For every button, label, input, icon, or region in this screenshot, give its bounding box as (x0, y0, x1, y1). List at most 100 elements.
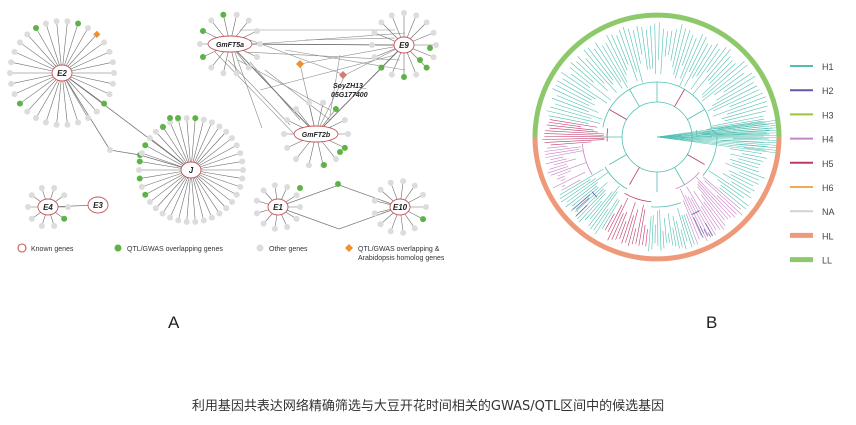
hub-label-e9: E9 (399, 41, 409, 50)
tree-branch (672, 23, 683, 68)
network-node (208, 214, 215, 221)
network-node (8, 80, 15, 87)
network-node (167, 119, 174, 126)
network-node (413, 71, 420, 78)
network-node (229, 135, 236, 142)
tree-branch (561, 184, 566, 188)
special-gene-label-1: SoyZH13_ (333, 83, 367, 90)
network-node (345, 131, 351, 137)
tree-branch (721, 105, 768, 120)
network-node (16, 39, 23, 46)
tree-clade-arc (591, 191, 598, 198)
tree-branch (627, 209, 639, 246)
network-node (106, 48, 113, 55)
tree-branch (730, 181, 751, 194)
tree-branch (588, 185, 620, 227)
tree-clade-arc (604, 166, 628, 190)
tree-branch (585, 58, 617, 93)
tree-branch (587, 47, 614, 81)
network-node (293, 192, 300, 199)
tree-branch (729, 148, 763, 154)
network-node (138, 150, 145, 157)
tree-branch (701, 64, 748, 102)
tree-branch (679, 188, 702, 237)
network-node (239, 175, 246, 182)
network-node (51, 184, 58, 191)
figure-caption: 利用基因共表达网络精确筛选与大豆开花时间相关的GWAS/QTL区间中的候选基因 (191, 399, 665, 414)
network-node (93, 108, 100, 115)
network-node (152, 205, 159, 212)
tree-branch (708, 56, 731, 81)
network-node (293, 156, 300, 163)
tree-branch (656, 130, 777, 138)
tree-branch (674, 29, 691, 79)
network-node (253, 197, 260, 204)
network-node (61, 192, 68, 199)
network-node (271, 225, 278, 232)
tree-branch (685, 213, 699, 245)
tree-branch (575, 197, 590, 210)
network-node (293, 105, 300, 112)
tree-branch (645, 29, 651, 70)
network-node (387, 228, 394, 235)
network-node (200, 217, 207, 224)
tree-branch (615, 211, 628, 240)
tree-branch (549, 127, 598, 133)
tree-branch (594, 198, 618, 235)
legend-label: QTL/GWAS overlapping genes (127, 246, 223, 253)
network-node (208, 119, 215, 126)
network-node (378, 64, 385, 71)
network-node (413, 12, 420, 19)
network-node (85, 24, 91, 31)
tree-branch (556, 95, 599, 113)
tree-branch (688, 36, 707, 73)
tree-branch (611, 213, 624, 240)
network-node (337, 149, 343, 155)
tree-ring-ll (532, 12, 782, 138)
tree-branch (693, 217, 704, 239)
tree-branch (607, 204, 623, 233)
network-node (297, 204, 303, 210)
network-node (146, 198, 153, 205)
legend-marker-dot (114, 244, 122, 252)
tree-branch (719, 187, 747, 210)
network-node (284, 183, 291, 190)
tree-clade-arc (624, 192, 652, 203)
network-node (400, 229, 407, 236)
network-node (284, 224, 291, 231)
tree-branch (679, 34, 703, 87)
network-node (293, 215, 300, 222)
network-node (260, 187, 267, 194)
tree-branch (708, 170, 752, 199)
legend-marker-diamond (345, 244, 353, 252)
tree-branch (731, 162, 759, 173)
tree-branch (560, 178, 597, 203)
network-node (417, 57, 423, 63)
tree-branch (700, 205, 717, 231)
tree-branch (545, 130, 605, 135)
network-node (220, 11, 227, 18)
network-node (377, 186, 384, 193)
tree-branch (683, 200, 700, 240)
network-node (192, 218, 199, 225)
tree-branch (713, 96, 766, 117)
network-node (430, 29, 437, 36)
network-node (11, 48, 18, 55)
network-node (24, 108, 31, 115)
tree-branch (546, 124, 594, 131)
tree-branches (542, 22, 777, 252)
network-node (400, 178, 407, 185)
network-leaves (7, 10, 439, 236)
tree-branch (642, 224, 646, 245)
network-node (371, 29, 378, 36)
network-node (152, 128, 159, 135)
tree-branch (668, 232, 670, 243)
network-node (271, 182, 278, 189)
tree-branch (601, 45, 628, 88)
tree-branch (550, 141, 592, 146)
tree-branch (664, 218, 667, 244)
tree-ring-hl (532, 136, 782, 262)
